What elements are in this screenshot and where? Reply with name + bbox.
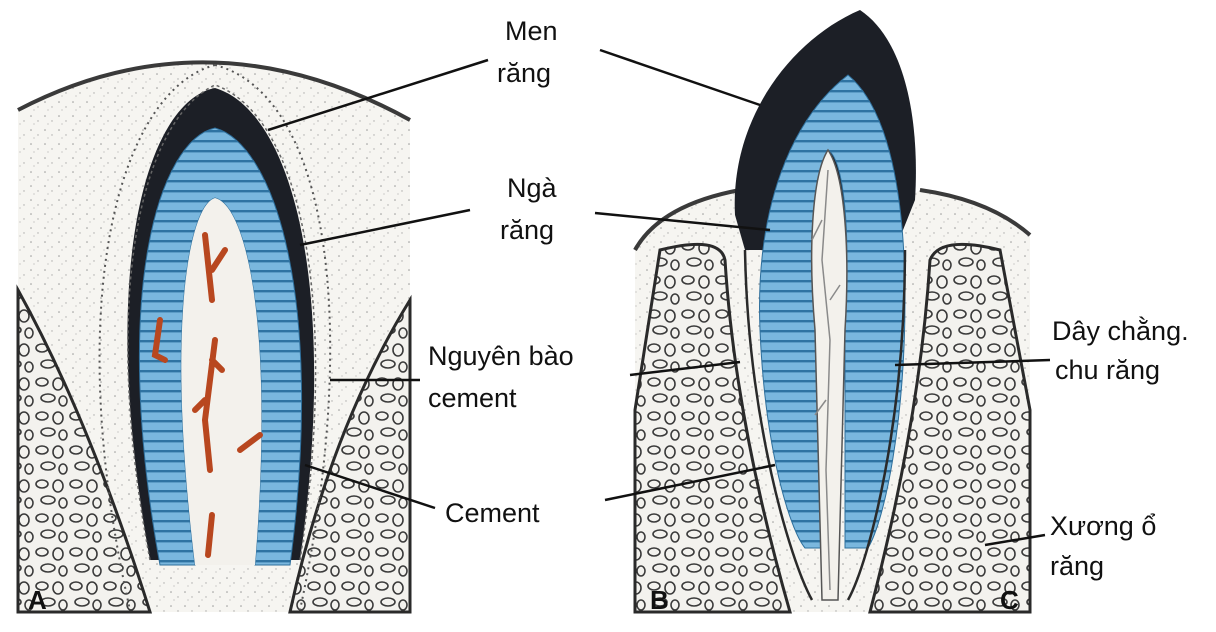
leader-enamel-a [267, 58, 489, 132]
label-dentin-line1: Ngà [507, 173, 557, 203]
alveolar-bone-b-left [633, 242, 792, 614]
blood-vessels-a [151, 232, 263, 558]
panel-tag-b: B [650, 585, 669, 615]
alveolar-bone-a-right [288, 294, 412, 614]
leader-enamel-b [599, 48, 761, 107]
leader-lines [267, 48, 1051, 547]
leader-pdl [894, 358, 1051, 367]
oral-epithelium-b [633, 188, 1032, 251]
panel-tag-c: C [1000, 585, 1019, 615]
leader-cement-b [604, 463, 776, 502]
label-pdl-line2: chu răng [1055, 355, 1161, 385]
label-alveolar-bone-line1: Xương ổ [1050, 511, 1157, 541]
panel-b [633, 10, 1032, 614]
dental-follicle-a [98, 64, 332, 611]
oral-epithelium-a [17, 60, 411, 122]
leader-dentin-a [299, 208, 471, 247]
alveolar-bone-b-right [868, 242, 1032, 614]
leader-cement-a [304, 463, 436, 510]
periodontal-ligament-b [743, 249, 907, 601]
label-cement: Cement [445, 498, 540, 528]
label-cementoblast-line1: Nguyên bào [428, 341, 574, 371]
label-enamel-line2: răng [497, 58, 552, 88]
label-enamel-line1: Men [505, 16, 558, 46]
label-alveolar-bone-line2: răng [1050, 551, 1105, 581]
alveolar-bone-a-left [16, 284, 153, 614]
leader-dentin-b [594, 211, 771, 232]
pulp-a [181, 198, 262, 565]
label-pdl-line1: Dây chằng. [1052, 316, 1189, 346]
nerve-fibers-b [811, 169, 841, 591]
panel-tag-a: A [28, 585, 47, 615]
label-dentin-line2: răng [500, 215, 555, 245]
leader-alveolar-bone [984, 533, 1046, 547]
panel-a [16, 60, 412, 614]
label-cementoblast-line2: cement [428, 383, 517, 413]
cement-layer-a [127, 84, 317, 561]
leader-cementoblast-b [629, 360, 741, 377]
